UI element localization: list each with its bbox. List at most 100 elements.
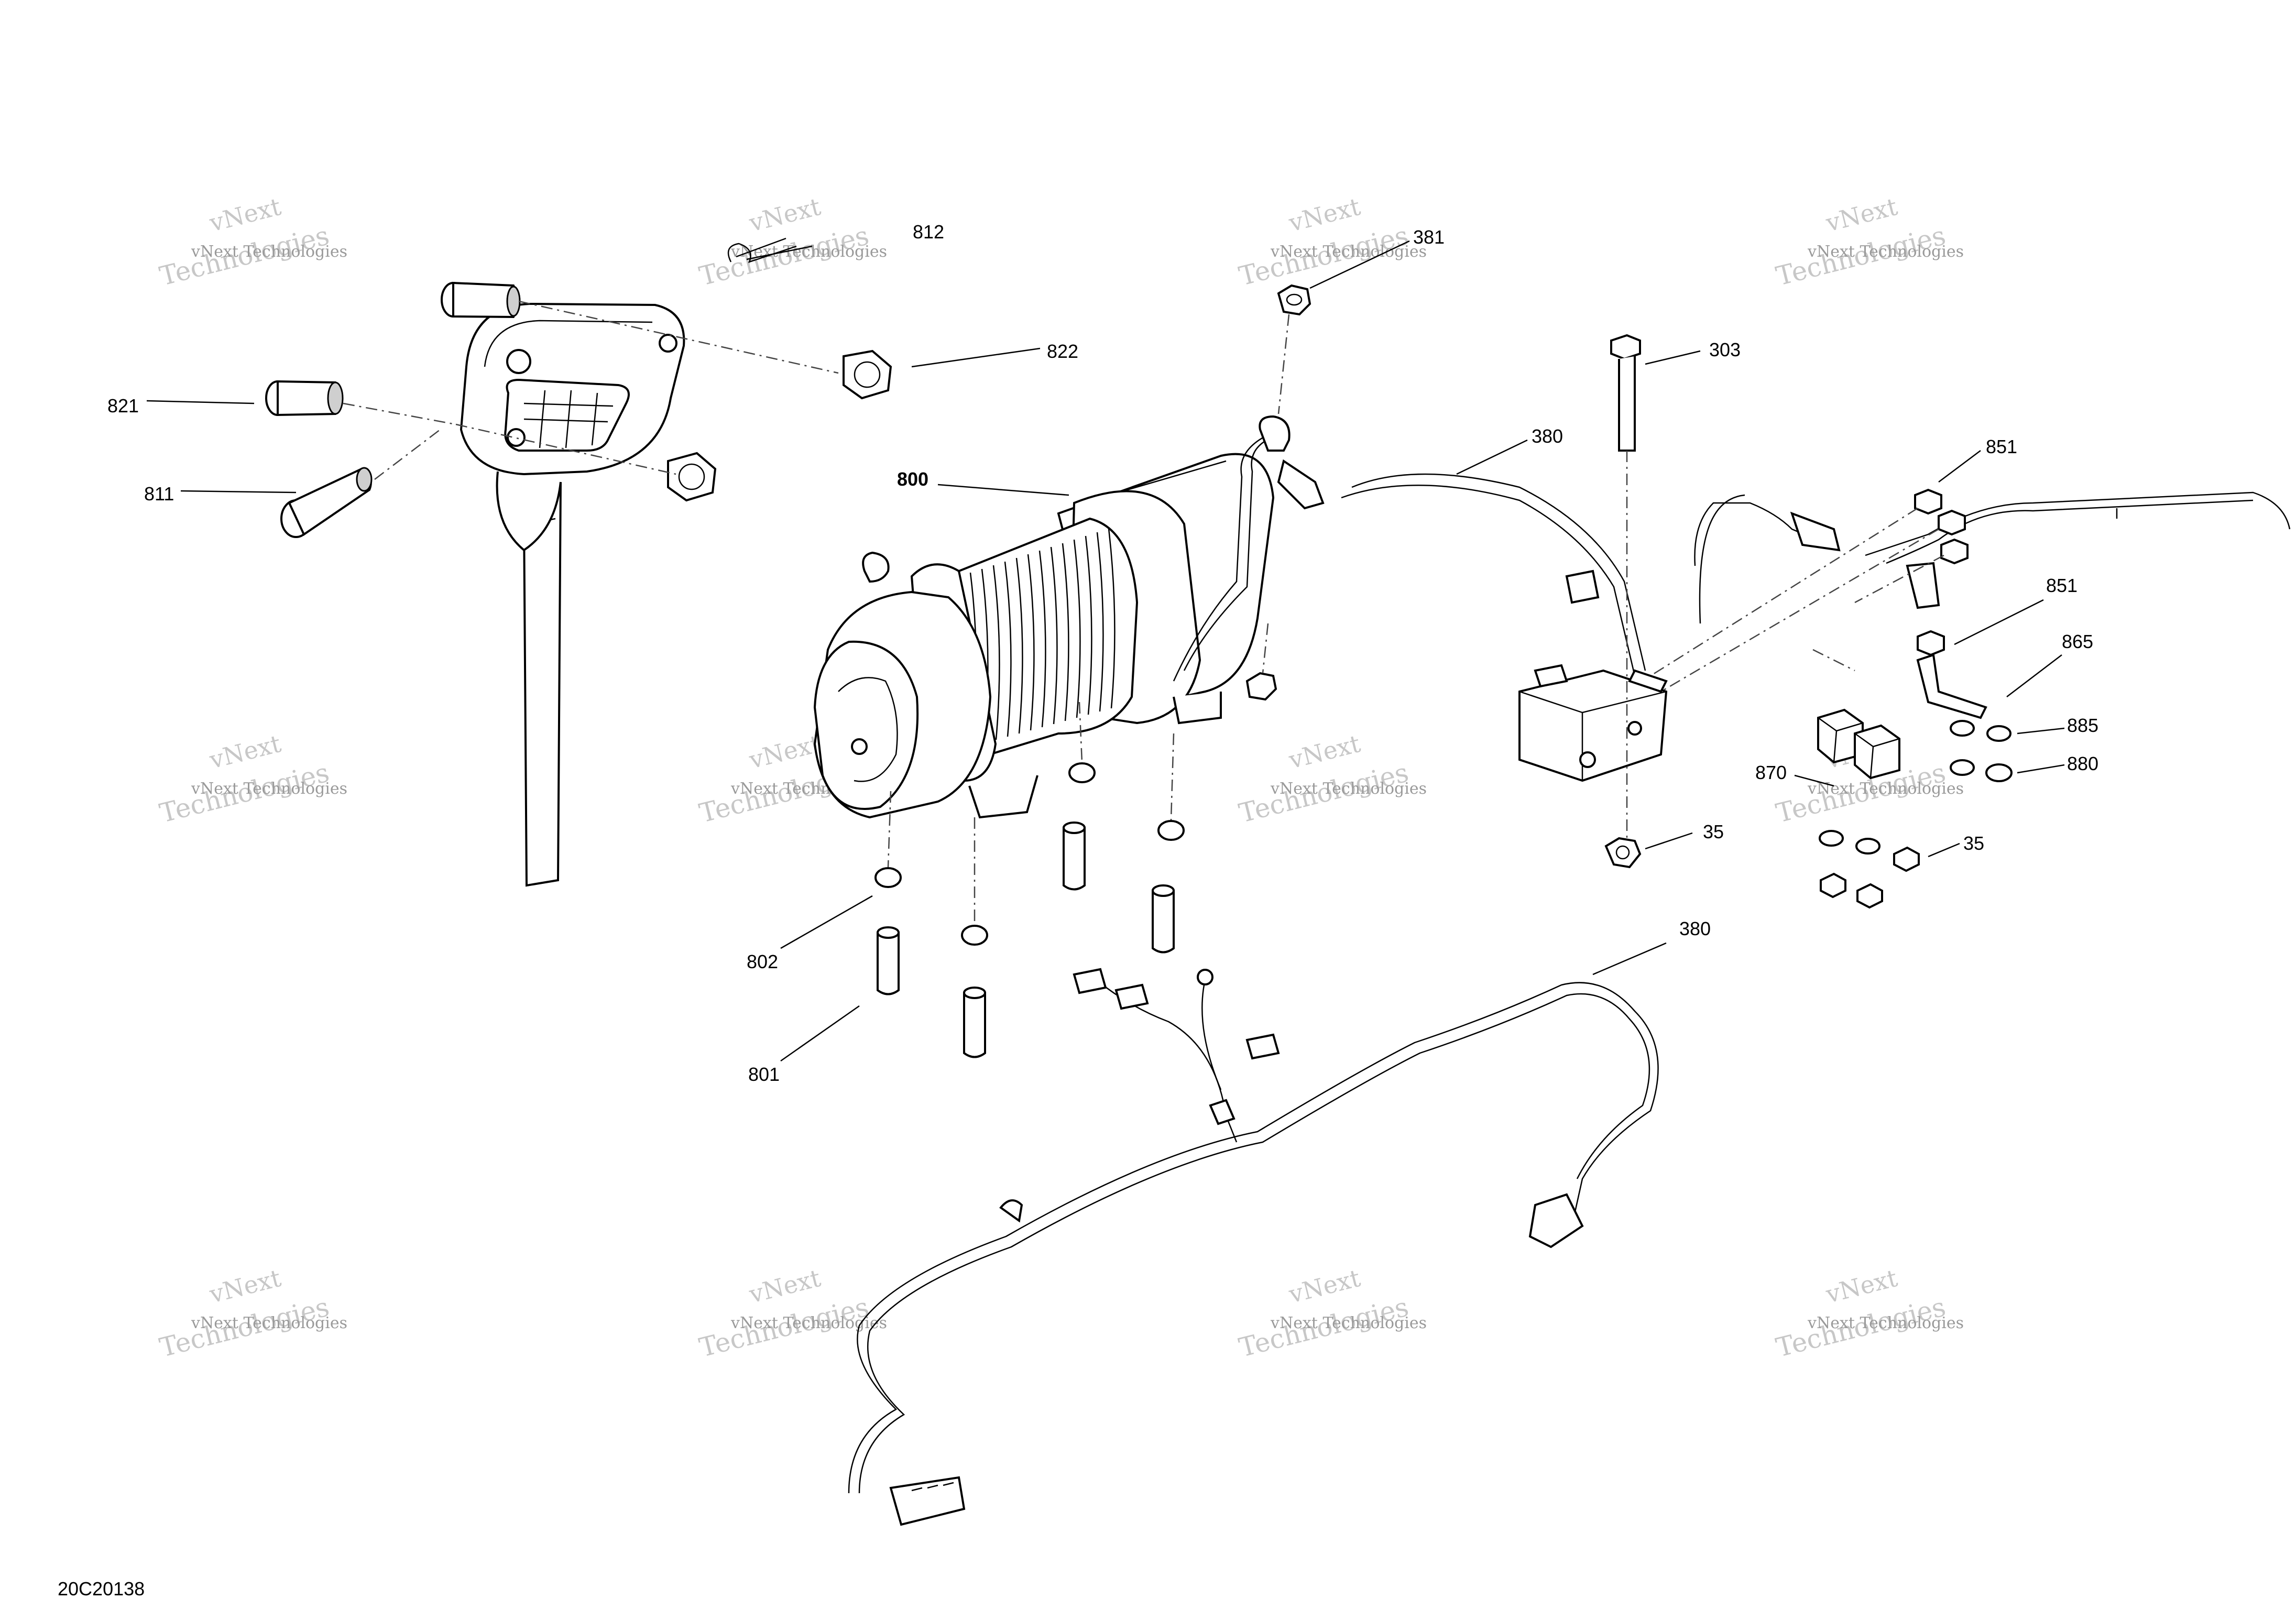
svg-text:Technologies: Technologies: [1236, 1291, 1412, 1363]
callout-880: 880: [2067, 753, 2098, 774]
callout-822: 822: [1047, 341, 1078, 362]
cable-wrap: [1062, 543, 1069, 721]
nut-851-lower: [1917, 630, 1945, 656]
callout-811: 811: [144, 483, 174, 505]
callout-851-lower: 851: [2046, 575, 2078, 596]
svg-text:vNext: vNext: [746, 729, 824, 774]
pin-upper: [441, 281, 521, 319]
callout-870: 870: [1755, 762, 1787, 783]
nut-851-upper: [1914, 488, 1969, 565]
svg-text:vNext Technologies: vNext Technologies: [1807, 243, 1964, 261]
cable-wrap: [1004, 561, 1012, 737]
svg-text:Technologies: Technologies: [157, 220, 332, 291]
callout-812: 812: [913, 221, 944, 243]
washer-right-b: [1157, 820, 1185, 841]
cable-wrap: [1096, 532, 1104, 712]
callout-801: 801: [748, 1064, 780, 1085]
leader-lines: [146, 240, 2065, 1062]
svg-text:Technologies: Technologies: [1773, 1291, 1949, 1363]
svg-text:vNext: vNext: [206, 1264, 284, 1309]
cable-wrap: [1050, 546, 1058, 725]
svg-text:Technologies: Technologies: [696, 1291, 872, 1363]
washer-802: [874, 867, 902, 888]
bracket-865: [1916, 653, 1987, 719]
winch-assembly: [813, 453, 1275, 819]
nut-winch-top: [1245, 672, 1277, 701]
cable-wrap: [1085, 535, 1092, 715]
cable-wrap: [1015, 557, 1023, 734]
nut-381: [1277, 284, 1311, 316]
callout-865: 865: [2062, 631, 2093, 652]
svg-text:vNext: vNext: [1823, 192, 1900, 237]
pin-811: [280, 467, 373, 538]
callout-303: 303: [1709, 339, 1741, 360]
svg-text:vNext: vNext: [1286, 192, 1363, 237]
relay-870-b: [1854, 724, 1900, 780]
svg-text:Technologies: Technologies: [157, 1291, 332, 1363]
svg-text:vNext Technologies: vNext Technologies: [1270, 780, 1427, 798]
cable-380-upper: [1341, 473, 2291, 676]
cable-wrap: [992, 565, 1000, 740]
callout-885: 885: [2067, 715, 2098, 736]
svg-text:vNext Technologies: vNext Technologies: [191, 780, 347, 798]
svg-text:vNext: vNext: [746, 192, 824, 237]
flange-nut-lower: [667, 452, 717, 502]
bolt-right-a: [1063, 822, 1086, 891]
flange-nut-822: [843, 349, 892, 400]
bolt-mid: [963, 987, 986, 1058]
svg-text:Technologies: Technologies: [696, 220, 872, 291]
svg-text:vNext: vNext: [746, 1264, 824, 1309]
bolt-801: [877, 926, 900, 995]
pin-821: [265, 380, 344, 417]
bolt-right-b: [1152, 884, 1175, 954]
cable-wrap: [1027, 554, 1035, 731]
callout-802: 802: [747, 951, 778, 972]
svg-text:vNext: vNext: [206, 192, 284, 237]
hardware-stack: [1819, 720, 2013, 909]
washer-right-a: [1068, 762, 1096, 783]
svg-text:vNext Technologies: vNext Technologies: [1807, 1314, 1964, 1332]
callout-800: 800: [897, 468, 928, 490]
svg-text:vNext Technologies: vNext Technologies: [1807, 780, 1964, 798]
callout-380-upper: 380: [1532, 425, 1563, 447]
callout-851-upper: 851: [1986, 436, 2017, 457]
callout-35-hardware: 35: [1963, 833, 1984, 854]
winch-power-cables: [1173, 415, 1325, 682]
callout-821: 821: [107, 395, 139, 417]
callout-35-contactor: 35: [1703, 821, 1724, 842]
svg-text:Technologies: Technologies: [1773, 220, 1949, 291]
svg-text:vNext Technologies: vNext Technologies: [191, 243, 347, 261]
contactor-box: [1518, 664, 1668, 782]
fairlead-assembly: [460, 302, 685, 887]
washer-mid: [961, 925, 988, 946]
callout-380-lower: 380: [1679, 918, 1711, 939]
cable-wrap: [1038, 550, 1046, 728]
callout-381: 381: [1413, 226, 1445, 248]
svg-text:vNext Technologies: vNext Technologies: [191, 1314, 347, 1332]
cable-wraps: [958, 528, 1116, 750]
nut-35-contactor: [1604, 837, 1642, 869]
bolt-303: [1610, 334, 1641, 452]
cable-wrap: [1108, 528, 1116, 709]
svg-text:vNext: vNext: [1823, 1264, 1900, 1309]
svg-text:Technologies: Technologies: [157, 757, 332, 828]
svg-text:vNext: vNext: [1286, 1264, 1363, 1309]
harness-380-lower: [848, 968, 1659, 1526]
svg-text:Technologies: Technologies: [1236, 757, 1412, 828]
callout-labels: 812 822 821 811 381 303 380 800 851 851 …: [107, 221, 2098, 1085]
document-code: 20C20138: [58, 1578, 145, 1600]
svg-text:vNext: vNext: [206, 729, 284, 774]
svg-text:vNext: vNext: [1286, 729, 1363, 774]
hairpin-clip-812: [727, 237, 797, 264]
